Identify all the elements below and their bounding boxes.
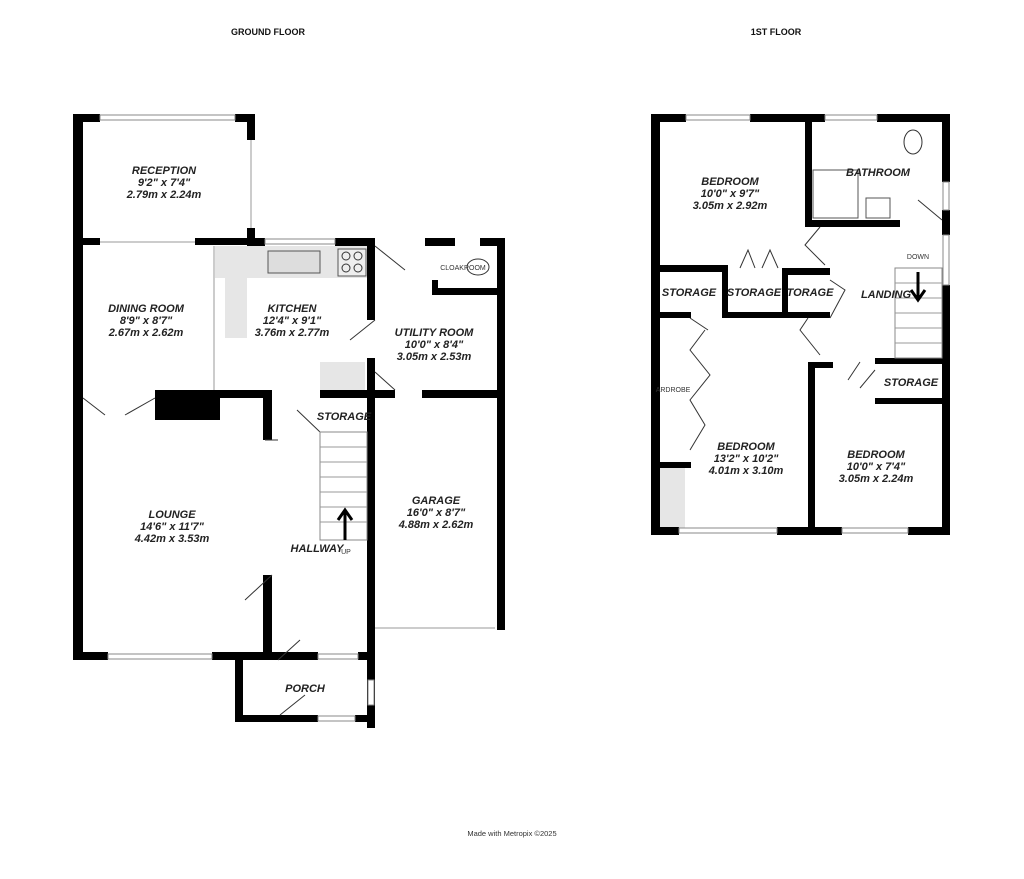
hallway-label: HALLWAY: [291, 543, 346, 555]
room-label-reception: RECEPTION 9'2" x 7'4" 2.79m x 2.24m: [126, 165, 202, 201]
svg-text:14'6" x 11'7": 14'6" x 11'7": [140, 521, 205, 533]
svg-text:4.42m x 3.53m: 4.42m x 3.53m: [134, 533, 210, 545]
stairs-up-arrow-icon: [336, 507, 354, 540]
porch-label: PORCH: [285, 683, 326, 695]
svg-text:BEDROOM: BEDROOM: [847, 449, 905, 461]
svg-text:8'9" x 8'7": 8'9" x 8'7": [120, 315, 173, 327]
svg-text:3.05m x 2.24m: 3.05m x 2.24m: [839, 473, 914, 485]
svg-text:BEDROOM: BEDROOM: [717, 441, 775, 453]
svg-text:KITCHEN: KITCHEN: [268, 303, 318, 315]
landing-label: LANDING: [861, 289, 912, 301]
storage-label: TORAGE: [787, 287, 835, 299]
svg-text:3.76m x 2.77m: 3.76m x 2.77m: [255, 327, 330, 339]
svg-text:10'0" x 7'4": 10'0" x 7'4": [847, 461, 906, 473]
stairs-down-arrow-icon: [909, 272, 927, 303]
storage-label: STORAGE: [727, 287, 782, 299]
svg-text:12'4" x 9'1": 12'4" x 9'1": [263, 315, 322, 327]
room-label-utility-room: UTILITY ROOM 10'0" x 8'4" 3.05m x 2.53m: [395, 327, 474, 363]
toilet-icon: [903, 129, 923, 155]
svg-text:9'2" x 7'4": 9'2" x 7'4": [138, 177, 191, 189]
basin-icon: [865, 197, 891, 219]
first-floor-plan: BEDROOM 10'0" x 9'7" 3.05m x 2.92m BEDRO…: [651, 114, 950, 535]
room-label-lounge: LOUNGE 14'6" x 11'7" 4.42m x 3.53m: [134, 509, 210, 545]
built-in-unit: [660, 468, 685, 528]
wardrobe-label: ARDROBE: [656, 387, 691, 394]
svg-text:UTILITY ROOM: UTILITY ROOM: [395, 327, 474, 339]
svg-text:16'0" x 8'7": 16'0" x 8'7": [407, 507, 466, 519]
ground-floor-title: GROUND FLOOR: [231, 27, 305, 37]
storage-label: STORAGE: [662, 287, 717, 299]
cloakroom-label: CLOAKROOM: [440, 265, 486, 272]
svg-text:4.88m x 2.62m: 4.88m x 2.62m: [398, 519, 474, 531]
ground-floor-plan: RECEPTION 9'2" x 7'4" 2.79m x 2.24m DINI…: [73, 114, 505, 728]
svg-text:BEDROOM: BEDROOM: [701, 176, 759, 188]
footer-credit: Made with Metropix ©2025: [467, 829, 556, 838]
room-label-bedroom-1: BEDROOM 10'0" x 9'7" 3.05m x 2.92m: [693, 176, 768, 212]
svg-text:GARAGE: GARAGE: [412, 495, 461, 507]
svg-text:3.05m x 2.92m: 3.05m x 2.92m: [693, 200, 768, 212]
kitchen-counter: [225, 278, 247, 338]
svg-text:DINING ROOM: DINING ROOM: [108, 303, 185, 315]
room-label-bedroom-2: BEDROOM 13'2" x 10'2" 4.01m x 3.10m: [708, 441, 784, 477]
svg-text:13'2" x 10'2": 13'2" x 10'2": [714, 453, 779, 465]
storage-label: STORAGE: [884, 377, 939, 389]
room-label-garage: GARAGE 16'0" x 8'7" 4.88m x 2.62m: [398, 495, 474, 531]
sink-icon: [267, 250, 321, 274]
svg-text:4.01m x 3.10m: 4.01m x 3.10m: [708, 465, 784, 477]
svg-text:10'0" x 9'7": 10'0" x 9'7": [701, 188, 760, 200]
svg-text:2.67m x 2.62m: 2.67m x 2.62m: [108, 327, 184, 339]
svg-text:10'0" x 8'4": 10'0" x 8'4": [405, 339, 464, 351]
svg-text:LOUNGE: LOUNGE: [148, 509, 196, 521]
room-label-dining-room: DINING ROOM 8'9" x 8'7" 2.67m x 2.62m: [108, 303, 185, 339]
svg-text:2.79m x 2.24m: 2.79m x 2.24m: [126, 189, 202, 201]
bathroom-label: BATHROOM: [846, 167, 911, 179]
room-label-bedroom-3: BEDROOM 10'0" x 7'4" 3.05m x 2.24m: [839, 449, 914, 485]
down-label: DOWN: [907, 254, 929, 261]
toilet-icon: [466, 258, 490, 276]
kitchen-appliance-space: [320, 362, 365, 392]
hob-icon: [337, 248, 367, 277]
shower-icon: [812, 169, 859, 219]
svg-text:3.05m x 2.53m: 3.05m x 2.53m: [397, 351, 472, 363]
svg-text:RECEPTION: RECEPTION: [132, 165, 197, 177]
room-label-kitchen: KITCHEN 12'4" x 9'1" 3.76m x 2.77m: [255, 303, 330, 339]
first-floor-title: 1ST FLOOR: [751, 27, 802, 37]
storage-label: STORAGE: [317, 411, 372, 423]
up-label: UP: [341, 549, 351, 556]
